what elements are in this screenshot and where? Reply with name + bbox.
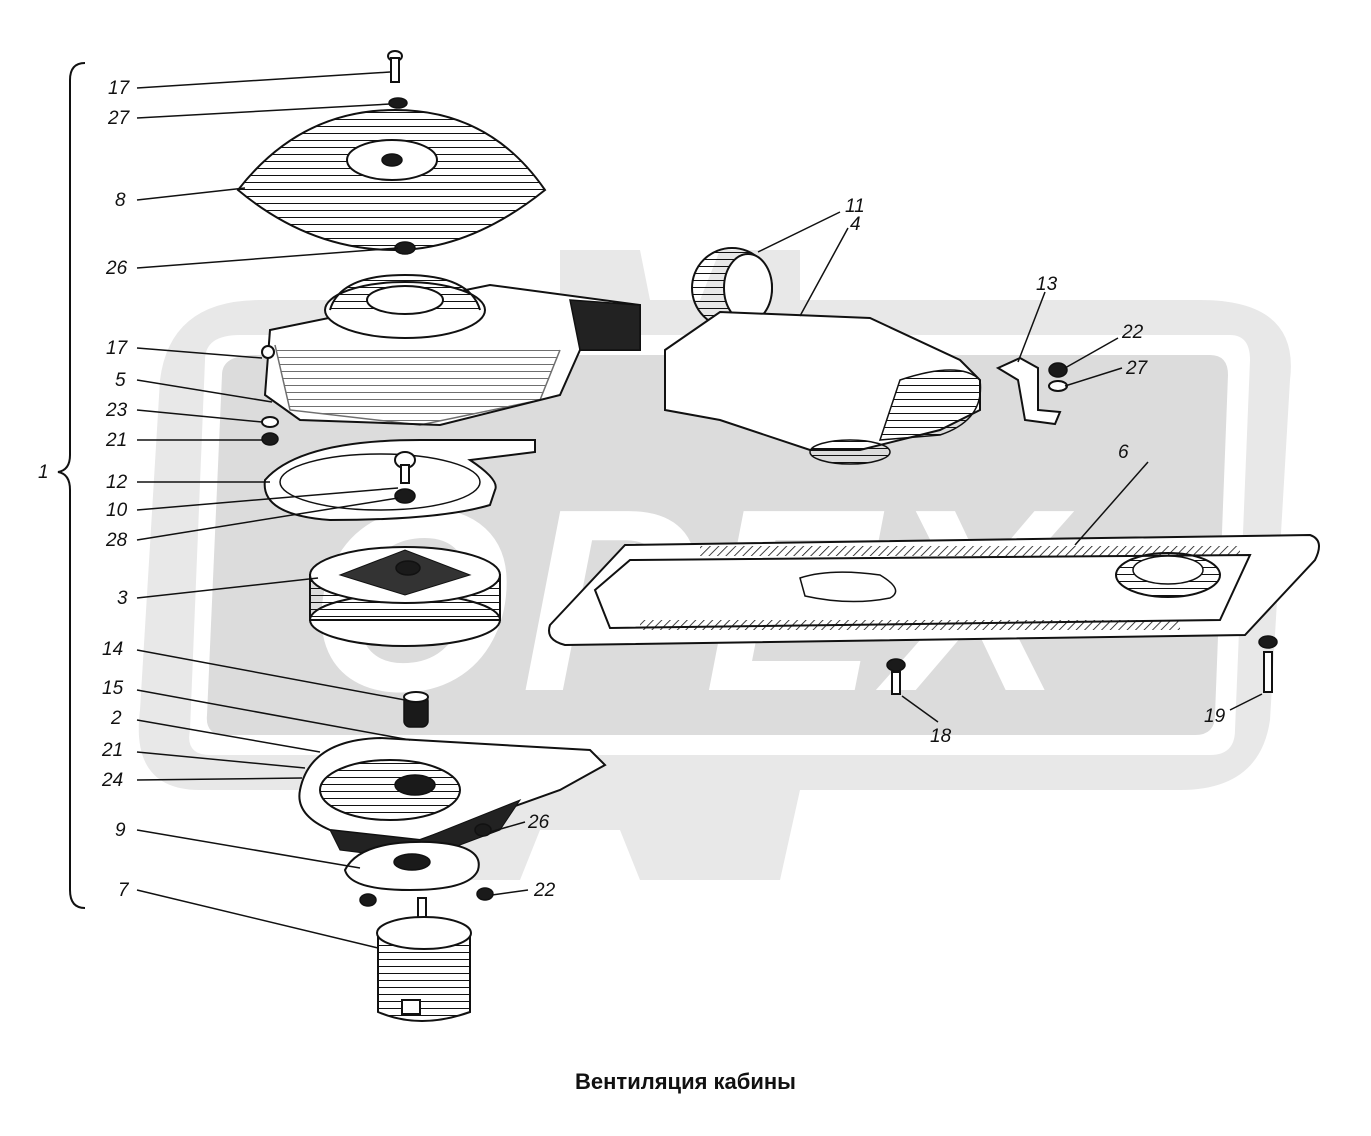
figure-caption: Вентиляция кабины: [575, 1069, 796, 1094]
callout-19: 19: [1204, 706, 1226, 727]
callout-26-upper: 26: [105, 258, 128, 279]
callout-21-upper: 21: [105, 430, 127, 451]
callout-5: 5: [115, 370, 126, 391]
part-7-electric-motor: [376, 897, 472, 1022]
part-22-nut-lower-left: [359, 893, 377, 907]
part-21-nut-upper: [261, 432, 279, 446]
part-17-screw-side: [261, 345, 275, 359]
callout-22-lower: 22: [533, 880, 556, 901]
part-23-washer: [261, 416, 279, 428]
part-8-dome-cover: [236, 108, 547, 252]
callout-10: 10: [106, 500, 128, 521]
callout-7: 7: [118, 880, 130, 901]
callout-15: 15: [102, 678, 124, 699]
part-17-screw-top: [387, 50, 403, 83]
callout-17-top: 17: [108, 78, 131, 99]
callout-1: 1: [38, 462, 49, 483]
assembly-brace: [57, 62, 86, 909]
callout-13: 13: [1036, 274, 1058, 295]
part-22-nut-right: [1048, 362, 1068, 378]
callout-2: 2: [110, 708, 122, 729]
part-13-bracket: [995, 356, 1062, 426]
part-27-washer-top: [388, 97, 408, 109]
part-10-washer: [394, 488, 416, 504]
callout-28: 28: [105, 530, 128, 551]
callout-12: 12: [106, 472, 128, 493]
part-28-gasket: [263, 439, 536, 522]
callout-24: 24: [101, 770, 123, 791]
callout-3: 3: [117, 588, 128, 609]
part-26-nut-lower: [474, 823, 492, 837]
callout-22-right: 22: [1121, 322, 1144, 343]
callout-27-right: 27: [1125, 358, 1149, 379]
part-14-bushing: [403, 691, 429, 728]
part-27-washer-right: [1048, 380, 1068, 392]
part-9-flange: [343, 840, 480, 892]
part-3-impeller: [309, 546, 501, 647]
part-5-fan-housing: [263, 273, 641, 427]
part-18-bolt: [886, 658, 906, 695]
callout-21-lower: 21: [101, 740, 123, 761]
part-12-screw: [394, 451, 416, 484]
callout-4: 4: [850, 214, 861, 235]
callout-9: 9: [115, 820, 126, 841]
callout-27-top: 27: [107, 108, 131, 129]
part-2-base-plate: [298, 736, 607, 861]
callout-14: 14: [102, 639, 123, 660]
callout-23: 23: [105, 400, 128, 421]
part-6-mounting-plate: [548, 533, 1320, 647]
callout-labels: 1 17 27 8 26 17 5 23 21 12 10 28 3 14 15…: [38, 78, 1226, 901]
callout-8: 8: [115, 190, 126, 211]
callout-18: 18: [930, 726, 952, 747]
part-4-air-duct: [664, 310, 982, 465]
callout-17-side: 17: [106, 338, 129, 359]
callout-11: 11: [845, 196, 865, 217]
part-19-bolt: [1258, 635, 1278, 693]
callout-6: 6: [1118, 442, 1129, 463]
callout-leaders: [136, 71, 1263, 949]
part-22-nut-lower: [476, 887, 494, 901]
part-11-ring: [691, 247, 773, 329]
callout-26-lower: 26: [527, 812, 550, 833]
